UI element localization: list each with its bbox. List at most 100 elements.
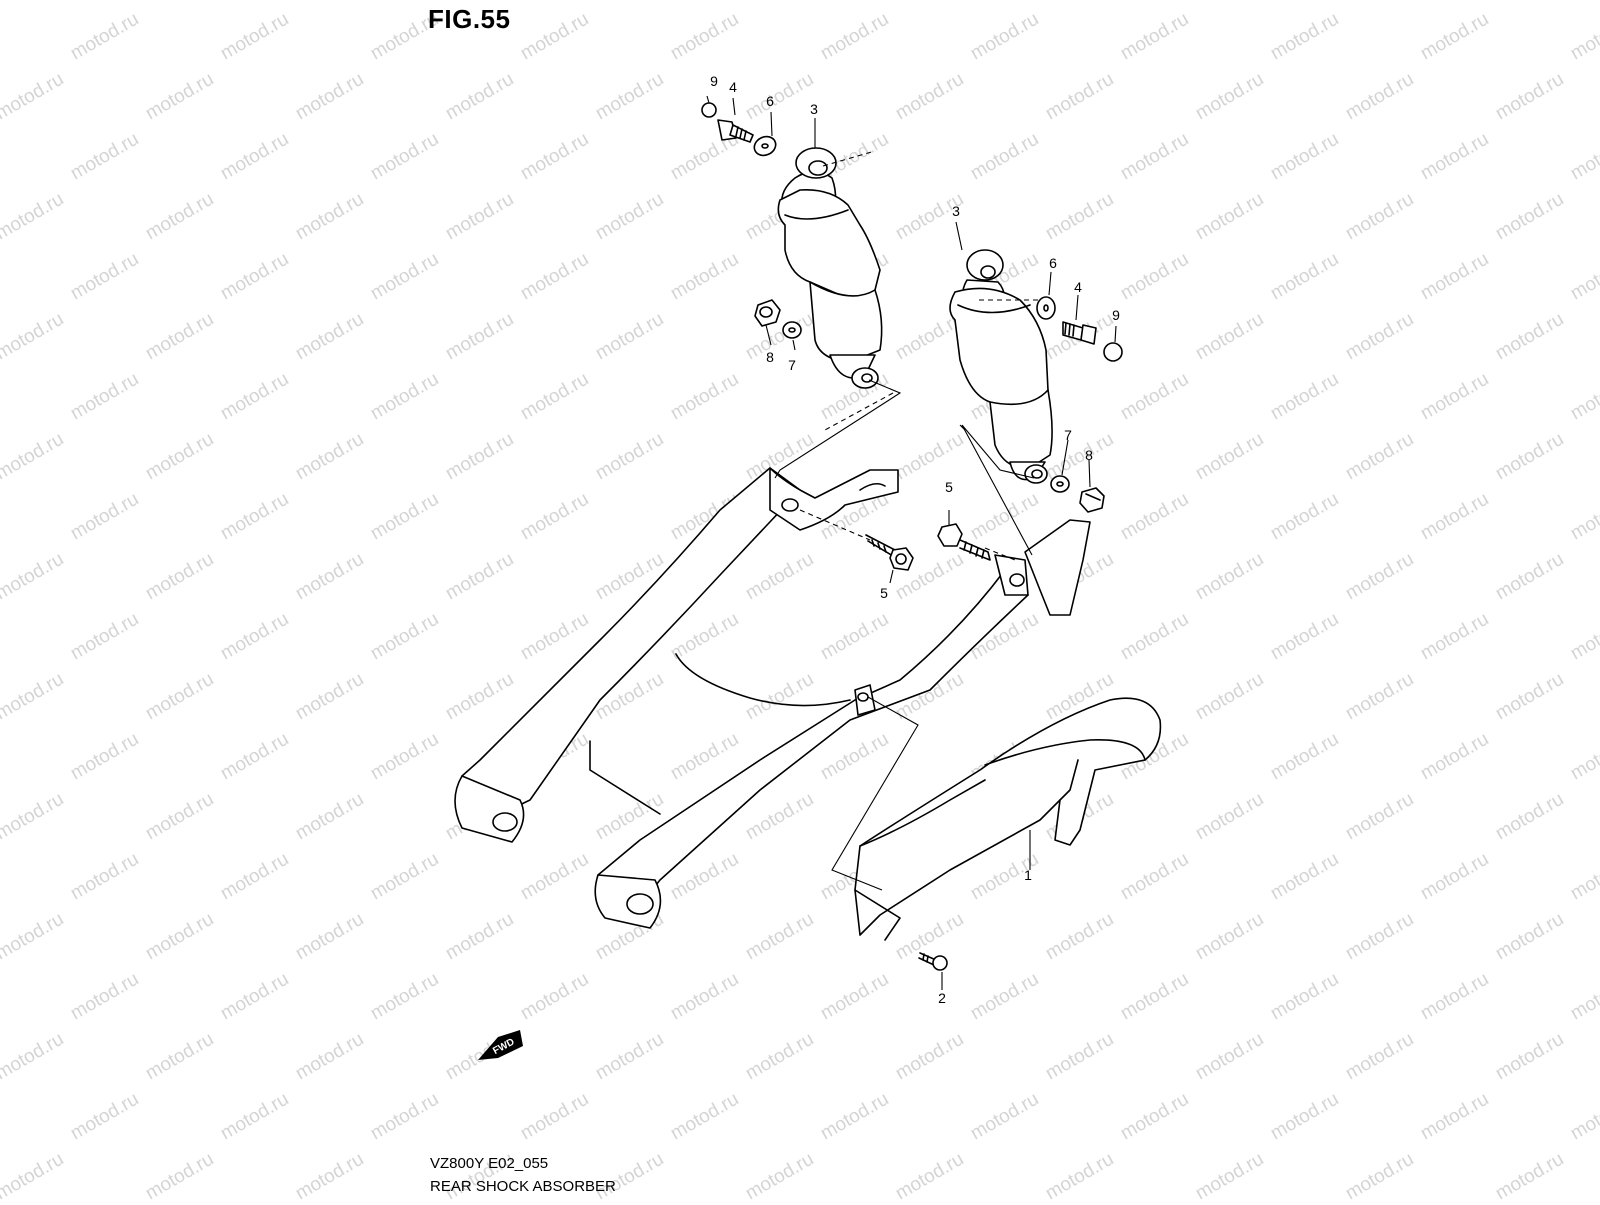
watermark-text: motod.ru bbox=[292, 69, 367, 125]
watermark-text: motod.ru bbox=[67, 729, 142, 785]
callout-6-upper-left: 6 bbox=[766, 93, 774, 109]
watermark-text: motod.ru bbox=[67, 1089, 142, 1145]
watermark-text: motod.ru bbox=[1117, 369, 1192, 425]
watermark-text: motod.ru bbox=[367, 249, 442, 305]
callout-6-right: 6 bbox=[1049, 255, 1057, 271]
watermark-text: motod.ru bbox=[292, 0, 367, 4]
watermark-text: motod.ru bbox=[0, 909, 67, 965]
watermark-text: motod.ru bbox=[0, 0, 67, 4]
watermark-text: motod.ru bbox=[1267, 969, 1342, 1025]
watermark-text: motod.ru bbox=[1342, 189, 1417, 245]
watermark-text: motod.ru bbox=[667, 249, 742, 305]
watermark-text: motod.ru bbox=[1567, 129, 1600, 185]
watermark-text: motod.ru bbox=[292, 429, 367, 485]
watermark-text: motod.ru bbox=[892, 429, 967, 485]
watermark-text: motod.ru bbox=[592, 189, 667, 245]
watermark-text: motod.ru bbox=[67, 9, 142, 65]
watermark-text: motod.ru bbox=[1342, 669, 1417, 725]
watermark-text: motod.ru bbox=[1342, 789, 1417, 845]
watermark-text: motod.ru bbox=[1417, 729, 1492, 785]
fwd-direction-badge: FWD bbox=[478, 1030, 523, 1060]
watermark-text: motod.ru bbox=[67, 489, 142, 545]
callout-1-chain-case: 1 bbox=[1024, 867, 1032, 883]
watermark-text: motod.ru bbox=[0, 309, 67, 365]
watermark-text: motod.ru bbox=[742, 669, 817, 725]
watermark-text: motod.ru bbox=[217, 849, 292, 905]
watermark-text: motod.ru bbox=[1492, 669, 1567, 725]
watermark-text: motod.ru bbox=[1192, 429, 1267, 485]
hardware-lower-bolts bbox=[865, 523, 991, 971]
watermark-text: motod.ru bbox=[1492, 429, 1567, 485]
watermark-text: motod.ru bbox=[1192, 0, 1267, 4]
callout-3-left-shock: 3 bbox=[810, 101, 818, 117]
watermark-text: motod.ru bbox=[1492, 789, 1567, 845]
watermark-text: motod.ru bbox=[817, 969, 892, 1025]
watermark-text: motod.ru bbox=[517, 849, 592, 905]
callout-9-upper-left: 9 bbox=[710, 73, 718, 89]
watermark-text: motod.ru bbox=[292, 669, 367, 725]
watermark-text: motod.ru bbox=[1267, 609, 1342, 665]
watermark-text: motod.ru bbox=[442, 909, 517, 965]
watermark-text: motod.ru bbox=[517, 609, 592, 665]
watermark-text: motod.ru bbox=[1417, 609, 1492, 665]
watermark-text: motod.ru bbox=[367, 729, 442, 785]
watermark-text: motod.ru bbox=[967, 9, 1042, 65]
watermark-text: motod.ru bbox=[1417, 9, 1492, 65]
watermark-text: motod.ru bbox=[1117, 969, 1192, 1025]
callout-7-left: 7 bbox=[788, 357, 796, 373]
watermark-text: motod.ru bbox=[367, 969, 442, 1025]
watermark-text: motod.ru bbox=[367, 489, 442, 545]
watermark-text: motod.ru bbox=[1417, 849, 1492, 905]
watermark-text: motod.ru bbox=[1192, 189, 1267, 245]
watermark-text: motod.ru bbox=[142, 429, 217, 485]
watermark-text: motod.ru bbox=[1342, 309, 1417, 365]
watermark-text: motod.ru bbox=[0, 429, 67, 485]
watermark-text: motod.ru bbox=[142, 309, 217, 365]
callout-4-right: 4 bbox=[1074, 279, 1082, 295]
watermark-text: motod.ru bbox=[742, 1149, 817, 1200]
watermark-text: motod.ru bbox=[1492, 69, 1567, 125]
watermark-text: motod.ru bbox=[1117, 489, 1192, 545]
watermark-text: motod.ru bbox=[517, 369, 592, 425]
watermark-text: motod.ru bbox=[1492, 189, 1567, 245]
watermark-text: motod.ru bbox=[1267, 9, 1342, 65]
watermark-text: motod.ru bbox=[142, 69, 217, 125]
watermark-text: motod.ru bbox=[742, 69, 817, 125]
watermark-text: motod.ru bbox=[67, 969, 142, 1025]
watermark-text: motod.ru bbox=[1342, 0, 1417, 4]
watermark-text: motod.ru bbox=[0, 189, 67, 245]
watermark-text: motod.ru bbox=[217, 729, 292, 785]
watermark-text: motod.ru bbox=[517, 1089, 592, 1145]
watermark-text: motod.ru bbox=[817, 1089, 892, 1145]
watermark-text: motod.ru bbox=[1492, 549, 1567, 605]
watermark-text: motod.ru bbox=[1417, 249, 1492, 305]
watermark-text: motod.ru bbox=[742, 549, 817, 605]
watermark-text: motod.ru bbox=[1567, 9, 1600, 65]
watermark-text: motod.ru bbox=[1567, 849, 1600, 905]
watermark-text: motod.ru bbox=[1342, 909, 1417, 965]
watermark-text: motod.ru bbox=[1492, 309, 1567, 365]
callout-9-right: 9 bbox=[1112, 307, 1120, 323]
watermark-text: motod.ru bbox=[1042, 1029, 1117, 1085]
watermark-text: motod.ru bbox=[817, 9, 892, 65]
watermark-text: motod.ru bbox=[1567, 249, 1600, 305]
watermark-text: motod.ru bbox=[1567, 489, 1600, 545]
watermark-text: motod.ru bbox=[292, 189, 367, 245]
watermark-text: motod.ru bbox=[367, 849, 442, 905]
watermark-text: motod.ru bbox=[1042, 69, 1117, 125]
watermark-text: motod.ru bbox=[667, 729, 742, 785]
watermark-text: motod.ru bbox=[742, 909, 817, 965]
watermark-text: motod.ru bbox=[667, 369, 742, 425]
watermark-text: motod.ru bbox=[1417, 369, 1492, 425]
callout-4-upper-left: 4 bbox=[729, 79, 737, 95]
watermark-text: motod.ru bbox=[517, 249, 592, 305]
watermark-text: motod.ru bbox=[517, 969, 592, 1025]
hardware-left-upper bbox=[701, 102, 777, 157]
watermark-text: motod.ru bbox=[0, 1149, 67, 1200]
watermark-text: motod.ru bbox=[142, 189, 217, 245]
watermark-text: motod.ru bbox=[1567, 369, 1600, 425]
watermark-text: motod.ru bbox=[592, 309, 667, 365]
watermark-text: motod.ru bbox=[217, 249, 292, 305]
watermark-text: motod.ru bbox=[1192, 789, 1267, 845]
